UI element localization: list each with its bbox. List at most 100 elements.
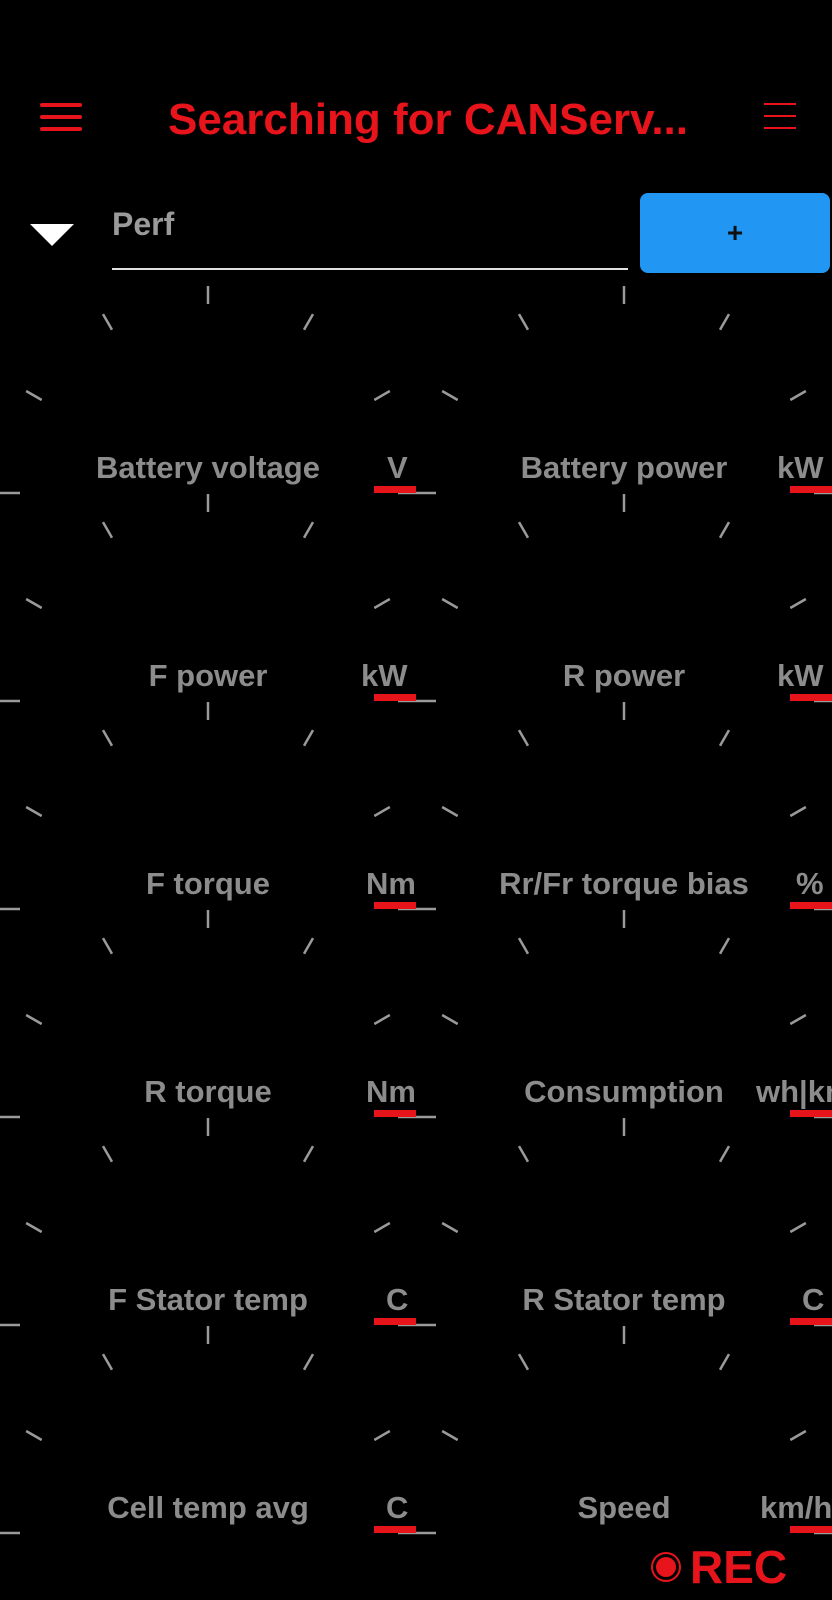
gauge-tick — [373, 389, 391, 402]
gauge-tick — [718, 937, 731, 955]
gauge-label: F Stator temp — [108, 1282, 308, 1317]
gauge-r-torque[interactable]: R torque Nm — [0, 624, 416, 1119]
profile-name-value: Perf — [112, 206, 175, 242]
gauge-tick — [101, 1145, 114, 1163]
gauge-tick — [718, 313, 731, 331]
gauge-ticks-icon — [0, 1326, 416, 1535]
record-button[interactable]: REC — [656, 1540, 787, 1596]
gauge-tick — [373, 1221, 391, 1234]
gauge-ticks-icon — [0, 702, 416, 911]
gauge-tick — [25, 1013, 43, 1026]
gauge-value-bar — [374, 1110, 416, 1117]
gauge-value-bar — [790, 1526, 832, 1533]
gauge-value-bar — [374, 1318, 416, 1325]
gauge-unit: km/h — [760, 1490, 832, 1525]
gauge-tick — [25, 1429, 43, 1442]
gauge-value-bar — [790, 1110, 832, 1117]
gauge-value-bar — [374, 1526, 416, 1533]
gauge-tick — [441, 1013, 459, 1026]
gauge-tick — [302, 1145, 315, 1163]
gauge-ticks-icon — [0, 286, 416, 495]
page-title: Searching for CANServ... — [168, 95, 688, 144]
gauge-r-power[interactable]: R power kW — [416, 208, 832, 703]
gauge-tick — [101, 937, 114, 955]
gauge-label: Rr/Fr torque bias — [499, 866, 749, 901]
gauge-unit: % — [796, 866, 824, 901]
profile-name-input[interactable]: Perf — [112, 200, 628, 270]
gauge-f-power[interactable]: F power kW — [0, 208, 416, 703]
gauge-label: Speed — [577, 1490, 671, 1525]
gauge-value-bar — [790, 902, 832, 909]
gauge-unit: C — [802, 1282, 825, 1317]
gauge-value-bar — [790, 1318, 832, 1325]
gauge-ticks-icon — [416, 1118, 832, 1327]
gauge-r-stator-temp[interactable]: R Stator temp C — [416, 832, 832, 1327]
options-menu-icon[interactable] — [764, 103, 796, 131]
gauge-unit: Nm — [366, 866, 416, 901]
app-bar: Searching for CANServ... — [0, 0, 832, 190]
gauge-tick — [517, 1353, 530, 1371]
gauge-label: Cell temp avg — [107, 1490, 309, 1525]
gauge-ticks-icon — [416, 494, 832, 703]
gauge-unit: wh|km — [756, 1074, 832, 1109]
gauge-tick — [718, 729, 731, 747]
gauge-ticks-icon — [416, 910, 832, 1119]
gauge-value-bar — [790, 694, 832, 701]
gauge-tick — [517, 937, 530, 955]
gauge-unit: V — [387, 450, 408, 485]
gauge-tick — [302, 1353, 315, 1371]
gauge-tick — [718, 1145, 731, 1163]
gauge-tick — [441, 805, 459, 818]
gauge-tick — [373, 805, 391, 818]
gauge-tick — [101, 729, 114, 747]
gauge-label: R Stator temp — [522, 1282, 726, 1317]
gauge-speed[interactable]: Speed km/h — [416, 1040, 832, 1535]
gauge-tick — [302, 937, 315, 955]
gauge-ticks-icon — [416, 1326, 832, 1535]
gauge-tick — [373, 597, 391, 610]
add-profile-button[interactable]: + — [640, 193, 830, 273]
gauge-tick — [718, 1353, 731, 1371]
gauge-tick — [441, 389, 459, 402]
gauge-tick — [517, 313, 530, 331]
gauge-label: R power — [562, 658, 686, 693]
gauge-rr-fr-torque-bias[interactable]: Rr/Fr torque bias% — [416, 416, 832, 911]
gauge-unit: C — [386, 1490, 409, 1525]
gauge-tick — [789, 1013, 807, 1026]
gauge-tick — [101, 1353, 114, 1371]
gauge-tick — [517, 729, 530, 747]
gauge-tick — [789, 1221, 807, 1234]
gauge-ticks-icon — [416, 702, 832, 911]
gauge-unit: kW — [777, 450, 824, 485]
gauge-tick — [373, 1013, 391, 1026]
gauge-tick — [789, 1429, 807, 1442]
gauge-tick — [718, 521, 731, 539]
gauge-ticks-icon — [416, 286, 832, 495]
gauge-ticks-icon — [0, 910, 416, 1119]
gauge-unit: kW — [777, 658, 824, 693]
gauge-unit: Nm — [366, 1074, 416, 1109]
gauge-label: F torque — [146, 866, 270, 901]
gauge-label: R torque — [144, 1074, 272, 1109]
gauge-tick — [101, 521, 114, 539]
gauge-f-torque[interactable]: F torque Nm — [0, 416, 416, 911]
gauge-cell-temp-avg[interactable]: Cell temp avg C — [0, 1040, 416, 1535]
gauge-tick — [373, 1429, 391, 1442]
gauge-label: F power — [148, 658, 268, 693]
gauge-consumption[interactable]: Consumption wh|km — [416, 624, 832, 1119]
gauge-tick — [302, 729, 315, 747]
record-dot-icon — [656, 1556, 676, 1577]
gauge-label: Consumption — [524, 1074, 724, 1109]
hamburger-menu-icon[interactable] — [40, 103, 82, 131]
gauge-value-bar — [790, 486, 832, 493]
gauge-tick — [517, 1145, 530, 1163]
gauge-tick — [302, 313, 315, 331]
gauge-tick — [25, 805, 43, 818]
gauge-tick — [441, 1429, 459, 1442]
gauge-unit: kW — [361, 658, 408, 693]
gauge-tick — [789, 389, 807, 402]
profile-dropdown-icon[interactable] — [30, 224, 74, 246]
